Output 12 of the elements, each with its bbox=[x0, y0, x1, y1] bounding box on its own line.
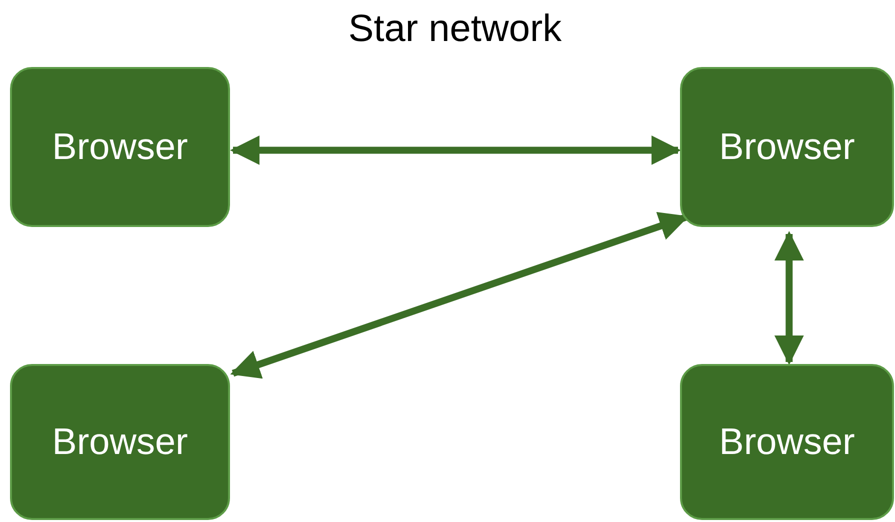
box-label: Browser bbox=[52, 126, 188, 168]
box-label: Browser bbox=[719, 421, 855, 463]
double-arrow bbox=[230, 136, 681, 165]
double-arrow bbox=[230, 212, 689, 379]
box-label: Browser bbox=[719, 126, 855, 168]
process-box bbox=[680, 67, 894, 227]
diagram-title: Star network bbox=[347, 8, 563, 51]
box-label: Browser bbox=[52, 421, 188, 463]
double-arrow bbox=[774, 231, 804, 365]
process-box bbox=[10, 67, 230, 227]
process-box bbox=[680, 364, 894, 520]
process-box bbox=[10, 364, 230, 520]
